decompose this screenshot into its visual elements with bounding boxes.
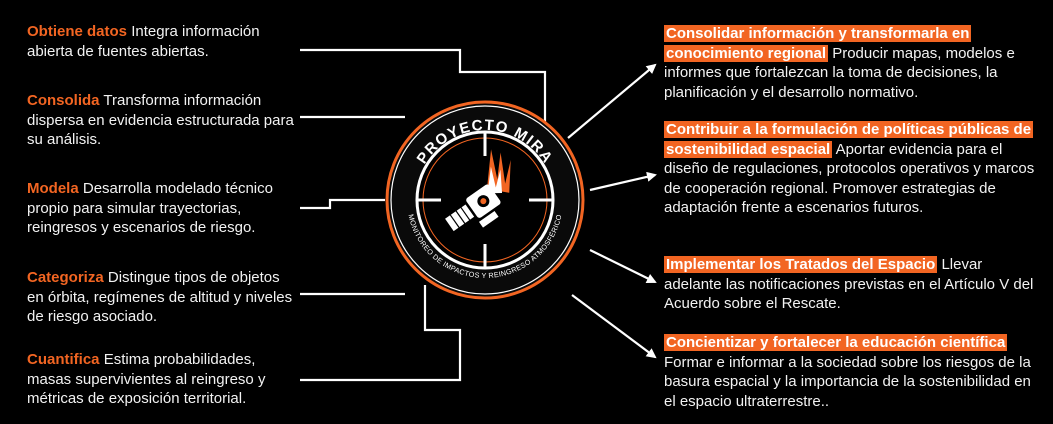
- right-item-tratados-espacio: Implementar los Tratados del Espacio Lle…: [664, 255, 1039, 314]
- left-item-text: Distingue tipos de objetos en órbita, re…: [27, 269, 293, 325]
- left-item-categoriza: Categoriza Distingue tipos de objetos en…: [27, 268, 297, 327]
- left-item-cuantifica: Cuantifica Estima probabilidades, masas …: [27, 350, 302, 409]
- arrow-right-4: [571, 294, 657, 359]
- right-item-heading: Concientizar y fortalecer la educación c…: [664, 334, 1008, 351]
- right-item-heading: Implementar los Tratados del Espacio: [664, 256, 938, 273]
- right-item-text: Producir mapas, modelos e informes que f…: [664, 44, 1015, 101]
- connector-left-3: [300, 198, 385, 210]
- arrow-right-1: [567, 63, 657, 139]
- left-item-heading: Categoriza: [27, 269, 104, 286]
- arrow-right-3: [589, 249, 657, 283]
- arrow-right-2: [589, 171, 657, 192]
- left-item-text: Transforma información dispersa en evide…: [27, 92, 294, 148]
- right-item-educacion-cientifica: Concientizar y fortalecer la educación c…: [664, 333, 1039, 411]
- left-item-heading: Obtiene datos: [27, 23, 128, 40]
- left-item-heading: Consolida: [27, 92, 100, 109]
- proyecto-mira-emblem: PROYECTO MIRA MONITOREO DE IMPACTOS Y RE…: [385, 100, 585, 300]
- right-item-text: Formar e informar a la sociedad sobre lo…: [664, 353, 1031, 410]
- right-item-politicas-publicas: Contribuir a la formulación de políticas…: [664, 120, 1039, 218]
- right-item-text: Aportar evidencia para el diseño de regu…: [664, 140, 1035, 217]
- right-item-conocimiento-regional: Consolidar información y transformarla e…: [664, 24, 1039, 102]
- left-item-obtiene-datos: Obtiene datos Integra información abiert…: [27, 22, 297, 61]
- left-item-text: Estima probabilidades, masas supervivien…: [27, 351, 266, 407]
- connector-left-top: [300, 48, 547, 125]
- left-item-heading: Modela: [27, 180, 79, 197]
- left-item-heading: Cuantifica: [27, 351, 100, 368]
- falling-satellite-icon: [443, 149, 511, 233]
- connector-left-bottom: [300, 285, 462, 382]
- left-item-text: Integra información abierta de fuentes a…: [27, 23, 260, 60]
- right-item-text: Llevar adelante las notificaciones previ…: [664, 256, 1034, 312]
- left-item-text: Desarrolla modelado técnico propio para …: [27, 180, 273, 236]
- left-item-modela: Modela Desarrolla modelado técnico propi…: [27, 179, 307, 238]
- left-item-consolida: Consolida Transforma información dispers…: [27, 91, 297, 150]
